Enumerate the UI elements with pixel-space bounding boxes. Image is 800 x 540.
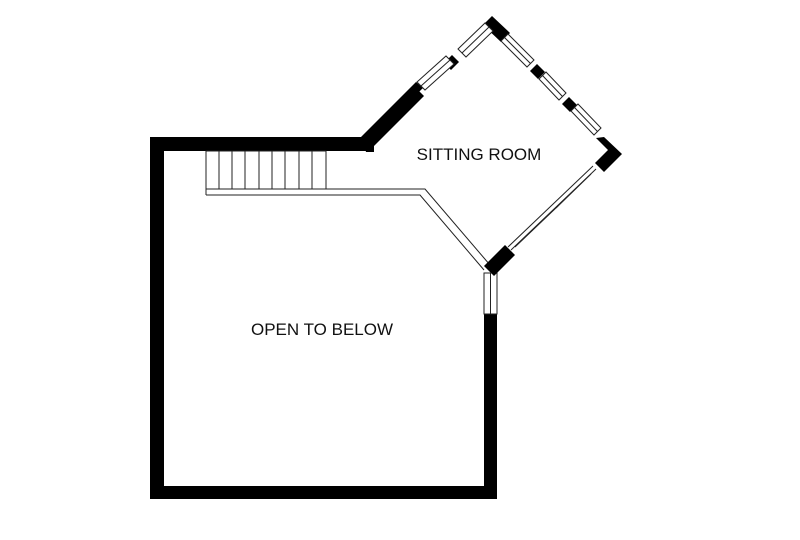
label-open-to-below: OPEN TO BELOW xyxy=(251,320,393,339)
wall-top xyxy=(150,137,372,151)
wall-pier-ne-1 xyxy=(530,64,545,79)
staircase xyxy=(205,150,327,190)
balustrade-railing xyxy=(205,188,491,271)
windows-northwest xyxy=(416,22,494,91)
windows-northeast xyxy=(500,33,602,136)
wall-top-corner xyxy=(483,16,510,42)
sliding-door-southeast xyxy=(507,165,597,251)
label-sitting-room: SITTING ROOM xyxy=(417,145,542,164)
window-right-wall xyxy=(483,272,498,315)
main-room-walls xyxy=(150,137,497,499)
wall-left xyxy=(150,137,164,499)
wall-right-lower xyxy=(484,314,497,499)
wall-right-corner xyxy=(595,137,622,172)
wall-bottom-corner xyxy=(484,245,515,276)
wall-bottom xyxy=(150,486,497,499)
